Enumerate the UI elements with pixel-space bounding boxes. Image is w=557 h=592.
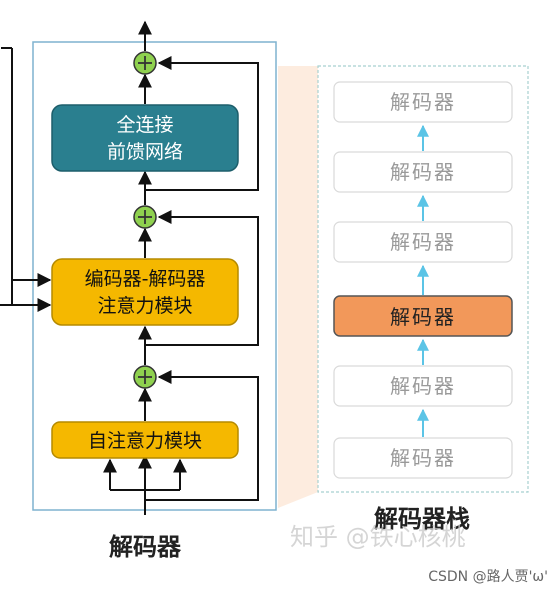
decoder-caption: 解码器: [109, 533, 182, 561]
self-attention-block: 自注意力模块: [51, 421, 239, 459]
stack-block-5-label: 解码器: [390, 374, 456, 398]
decoder-panel: [32, 41, 277, 511]
stack-block-4-highlighted: 解码器: [333, 295, 513, 337]
ffn-label-line2: 前馈网络: [107, 141, 183, 163]
zhihu-watermark: 知乎 @铁心核桃: [290, 523, 466, 551]
stack-block-6-label: 解码器: [390, 446, 456, 470]
feed-forward-block: 全连接 前馈网络: [51, 104, 239, 172]
add-node-top: [133, 51, 157, 75]
self-attention-label: 自注意力模块: [88, 430, 202, 452]
stack-block-4-label: 解码器: [390, 305, 456, 329]
zoom-fan: [278, 66, 318, 508]
stack-block-5: 解码器: [333, 365, 513, 407]
stack-block-6: 解码器: [333, 437, 513, 479]
decoder-stack-caption: 解码器栈: [374, 505, 470, 533]
cross-attention-block: 编码器-解码器 注意力模块: [51, 258, 239, 326]
stack-block-3: 解码器: [333, 221, 513, 263]
csdn-watermark: CSDN @路人贾'ω': [428, 569, 548, 585]
encoder-input-lines: [0, 47, 52, 312]
stack-block-2: 解码器: [333, 151, 513, 193]
main-flow-arrows: [103, 20, 187, 515]
cross-attention-label-line2: 注意力模块: [97, 295, 192, 317]
stack-block-3-label: 解码器: [390, 230, 456, 254]
stack-block-2-label: 解码器: [390, 160, 456, 184]
ffn-label-line1: 全连接: [116, 114, 173, 136]
stack-block-1: 解码器: [333, 81, 513, 123]
residual-connections: [145, 56, 259, 501]
add-node-bottom: [133, 365, 157, 389]
cross-attention-label-line1: 编码器-解码器: [85, 268, 206, 290]
stack-block-1-label: 解码器: [390, 90, 456, 114]
add-node-middle: [133, 205, 157, 229]
